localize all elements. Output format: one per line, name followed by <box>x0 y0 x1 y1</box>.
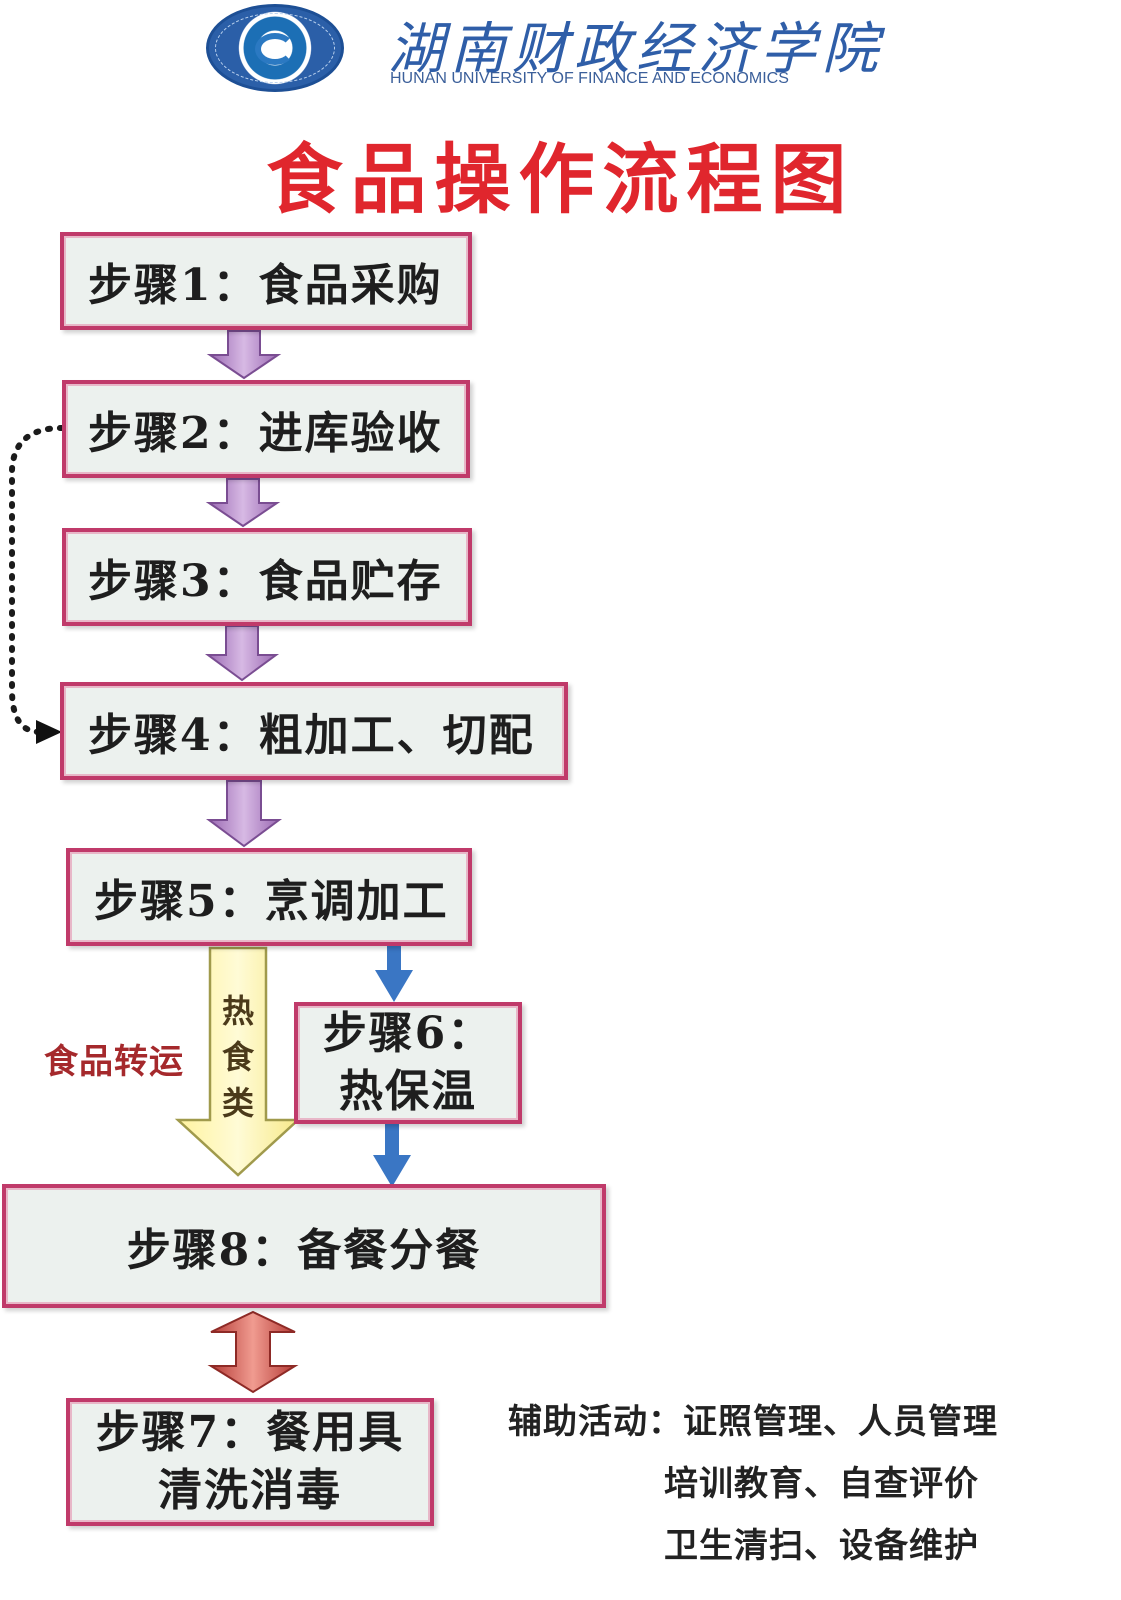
step-6-label-line2: 热保温 <box>339 1066 477 1117</box>
dotted-bypass-arrowhead <box>36 720 62 744</box>
step-7-label-line1: 步骤7：餐用具 <box>95 1407 405 1458</box>
step-8-label: 步骤8：备餐分餐 <box>126 1225 482 1276</box>
arrow-4-to-5 <box>205 780 283 848</box>
arrow-2-to-3 <box>205 478 281 528</box>
step-6-box: 步骤6： 热保温 <box>294 1002 522 1124</box>
step-5-label: 步骤5：烹调加工 <box>94 876 449 927</box>
arrow-3-to-4 <box>204 625 280 682</box>
step-4-box: 步骤4：粗加工、切配 <box>60 682 568 780</box>
step-1-label: 步骤1：食品采购 <box>88 260 443 311</box>
step-5-box: 步骤5：烹调加工 <box>66 848 472 946</box>
step-3-label: 步骤3：食品贮存 <box>88 556 443 607</box>
arrow-5-to-6 <box>375 939 413 1002</box>
hot-food-label: 热食类 <box>221 992 254 1122</box>
aux-activities-line3: 卫生清扫、设备维护 <box>664 1526 979 1566</box>
step-2-box: 步骤2：进库验收 <box>62 380 470 478</box>
step-3-box: 步骤3：食品贮存 <box>62 528 472 626</box>
step-2-label: 步骤2：进库验收 <box>88 408 443 459</box>
page-title: 食品操作流程图 <box>266 135 855 224</box>
logo-mark-icon <box>255 33 295 65</box>
logo-ring <box>215 13 335 83</box>
university-name-en: HUNAN UNIVERSITY OF FINANCE AND ECONOMIC… <box>390 70 789 87</box>
step-6-label-line1: 步骤6： <box>322 1008 494 1059</box>
arrow-1-to-2 <box>206 330 282 380</box>
aux-activities-line1: 辅助活动：证照管理、人员管理 <box>508 1402 998 1442</box>
step-8-box: 步骤8：备餐分餐 <box>2 1184 606 1308</box>
step-4-label: 步骤4：粗加工、切配 <box>88 710 535 761</box>
university-logo <box>206 4 344 92</box>
aux-activities-line2: 培训教育、自查评价 <box>664 1464 979 1504</box>
step-7-box: 步骤7：餐用具 清洗消毒 <box>66 1398 434 1526</box>
arrow-6-to-8 <box>373 1122 411 1187</box>
dotted-bypass-2-to-4 <box>9 425 65 735</box>
hot-food-arrow <box>174 946 302 1177</box>
step-1-box: 步骤1：食品采购 <box>60 232 472 330</box>
step-7-label-line2: 清洗消毒 <box>158 1465 342 1516</box>
university-name-cn: 湖南财政经济学院 <box>388 17 884 82</box>
arrow-8-to-7-double <box>207 1310 299 1394</box>
food-transfer-label: 食品转运 <box>44 1042 184 1082</box>
